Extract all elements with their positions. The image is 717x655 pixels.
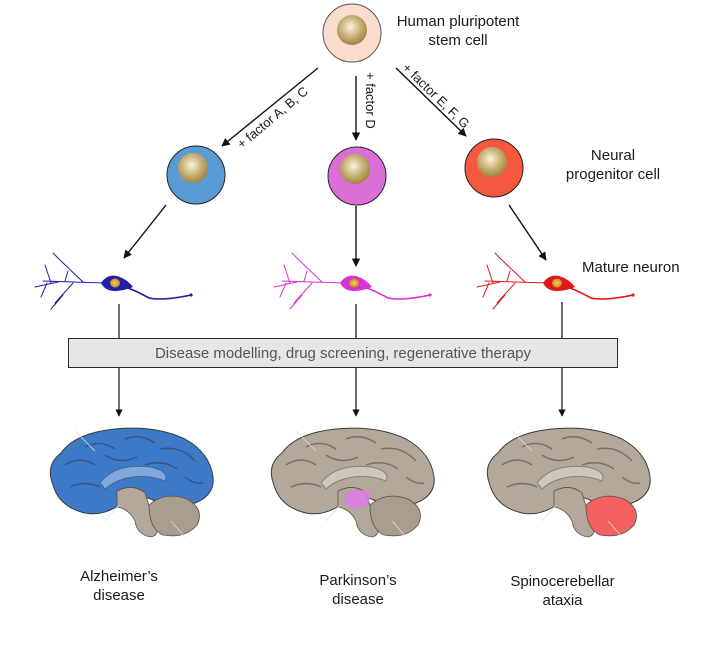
neuron-axon-terminal — [631, 293, 635, 297]
brain-corpus-callosum — [320, 465, 388, 490]
brain-gyri — [501, 436, 641, 488]
disease-label-line2: disease — [93, 587, 145, 604]
stem-cell-label-line1: Human pluripotent — [396, 13, 520, 30]
stem-cell-label-line2: stem cell — [428, 32, 488, 49]
brain-corpus-callosum — [536, 465, 604, 490]
brain-corpus-callosum — [99, 465, 167, 490]
mature-neuron-label: Mature neuron — [582, 259, 680, 276]
brain-cerebrum — [486, 427, 651, 515]
neuron-dendrites — [34, 252, 106, 310]
disease-label-line1: Parkinson’s — [319, 572, 397, 589]
brain-gyri — [285, 436, 425, 488]
brain-cerebellum — [585, 495, 637, 537]
progenitor-cell-2 — [327, 146, 387, 206]
progenitor-cell-nucleus — [340, 154, 370, 184]
disease-label-line1: Spinocerebellar — [510, 573, 615, 590]
factor-d-label: + factor D — [363, 72, 378, 129]
arrow-to-neuron-1 — [123, 204, 167, 259]
disease-label-spinocerebellar: Spinocerebellar ataxia — [490, 572, 635, 610]
brain-pointer-lines — [295, 430, 407, 538]
disease-label-line2: ataxia — [542, 592, 583, 609]
arrow-factor-abc — [221, 67, 319, 147]
neuron-nucleus — [110, 278, 120, 288]
brain-parkinsons — [270, 427, 435, 538]
progenitor-cell-3 — [464, 138, 524, 198]
mature-neuron-3 — [476, 252, 635, 310]
neuron-dendrites — [476, 252, 548, 310]
stem-cell-label: Human pluripotent stem cell — [388, 12, 528, 50]
stem-cell-nucleus — [337, 15, 367, 45]
applications-box: Disease modelling, drug screening, regen… — [68, 338, 618, 368]
arrow-factor-efg — [395, 67, 467, 137]
neuron-axon-terminal — [428, 293, 432, 297]
disease-label-parkinsons: Parkinson’s disease — [288, 571, 428, 609]
brain-pointer-lines — [511, 430, 623, 538]
progenitor-label-line1: Neural — [590, 147, 636, 164]
brain-brainstem — [553, 487, 595, 538]
brain-spinocerebellar — [486, 427, 651, 538]
mature-neuron-2 — [273, 252, 432, 310]
brain-pointer-lines — [74, 430, 186, 538]
brain-cerebellum — [369, 495, 421, 537]
brain-cerebrum — [49, 427, 214, 515]
disease-label-line2: disease — [332, 591, 384, 608]
neuron-axon-terminal — [189, 293, 193, 297]
brain-gyri — [64, 436, 204, 488]
neuron-dendrites — [273, 252, 345, 310]
stem-cell — [322, 3, 382, 63]
arrow-to-neuron-3 — [508, 204, 547, 261]
disease-label-alzheimers: Alzheimer’s disease — [49, 567, 189, 605]
brain-cerebellum — [148, 495, 200, 537]
progenitor-label-line2: progenitor cell — [565, 166, 661, 183]
brain-brainstem — [116, 487, 158, 538]
progenitor-label: Neural progenitor cell — [548, 146, 678, 184]
progenitor-cell-1 — [166, 145, 226, 205]
neuron-nucleus — [552, 278, 562, 288]
brain-cerebrum — [270, 427, 435, 515]
neuron-nucleus — [349, 278, 359, 288]
mature-neuron-1 — [34, 252, 193, 310]
disease-label-line1: Alzheimer’s — [80, 568, 158, 585]
brain-alzheimers — [49, 427, 214, 538]
progenitor-cell-nucleus — [178, 153, 208, 183]
brain-midbrain-highlight — [344, 490, 371, 509]
progenitor-cell-nucleus — [477, 147, 507, 177]
